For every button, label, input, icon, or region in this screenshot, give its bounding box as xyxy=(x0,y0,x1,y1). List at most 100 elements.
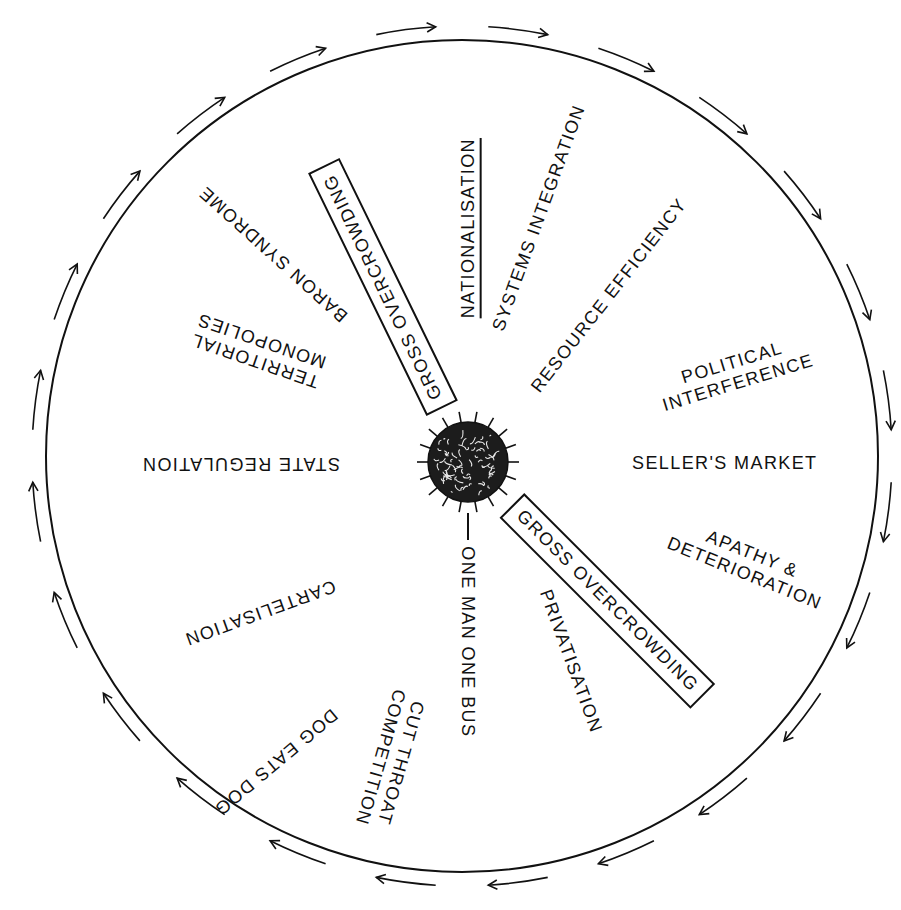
arrow-head xyxy=(863,310,872,320)
arrow-shaft xyxy=(699,97,747,133)
ball-texture xyxy=(471,447,475,450)
arrow-shaft xyxy=(376,27,435,35)
arrow-head xyxy=(29,482,38,491)
central-ball xyxy=(417,412,519,512)
ball-stem-line xyxy=(467,513,469,540)
ball-spike xyxy=(429,488,438,495)
ball-texture xyxy=(451,459,453,462)
arrow-head xyxy=(270,841,280,849)
radial-label: CARTELISATION xyxy=(182,575,339,649)
ball-spike xyxy=(443,497,449,507)
arrow-head xyxy=(34,370,43,380)
arrow-head xyxy=(538,28,548,37)
ball-texture xyxy=(462,439,467,446)
radial-label: RESOURCE EFFICIENCY xyxy=(527,194,691,396)
arrow-shaft xyxy=(784,693,821,741)
ball-texture xyxy=(466,447,468,450)
arrow-shaft xyxy=(488,27,547,35)
arrow-shaft xyxy=(598,48,654,71)
cycle-arrows xyxy=(29,23,896,890)
arrow-head xyxy=(53,592,62,602)
ball-texture xyxy=(475,442,480,444)
radial-label: SELLER'S MARKET xyxy=(632,453,818,474)
arrow-head xyxy=(812,209,821,219)
ball-texture xyxy=(485,457,490,458)
arrow-shaft xyxy=(376,877,435,885)
ball-spike xyxy=(506,445,516,449)
ball-texture xyxy=(467,474,470,476)
ball-spike xyxy=(499,429,508,436)
ball-spike xyxy=(459,412,461,423)
arrow-shaft xyxy=(598,841,654,864)
arrow-shaft xyxy=(33,482,41,541)
ball-texture xyxy=(446,472,447,480)
arrow-shaft xyxy=(103,693,139,741)
ball-texture xyxy=(454,467,463,470)
ball-texture xyxy=(463,476,470,478)
ball-texture xyxy=(476,450,480,452)
arrow-head xyxy=(598,857,608,866)
ball-spike xyxy=(499,488,508,495)
ball-spike xyxy=(488,418,494,428)
boxed-label: GROSS OVERCROWDING xyxy=(500,493,716,709)
ball-texture xyxy=(490,435,491,437)
arrow-head xyxy=(69,264,77,274)
radial-label: POLITICAL INTERFERENCE xyxy=(654,330,816,415)
arrow-head xyxy=(427,23,436,32)
ball-texture xyxy=(482,465,485,467)
ball-body xyxy=(428,422,508,502)
ball-spike xyxy=(420,476,430,480)
arrow-head xyxy=(103,693,112,703)
outer-circle xyxy=(46,40,878,872)
arrow-shaft xyxy=(270,48,326,71)
ball-texture xyxy=(434,459,439,461)
ball-texture xyxy=(493,451,499,457)
arrow-shaft xyxy=(103,171,139,219)
arrow-shaft xyxy=(847,264,870,320)
ball-texture xyxy=(489,476,492,478)
radial-label: STATE REGULATION xyxy=(142,453,340,474)
arrow-shaft xyxy=(54,592,77,648)
ball-texture xyxy=(437,464,439,471)
ball-texture xyxy=(461,487,464,491)
arrow-head xyxy=(847,638,855,648)
ball-texture xyxy=(459,450,461,457)
arrow-shaft xyxy=(33,370,41,429)
ball-texture xyxy=(445,466,450,471)
ball-texture xyxy=(469,484,471,486)
arrow-head xyxy=(316,47,326,56)
ball-texture xyxy=(443,476,445,484)
arrow-shaft xyxy=(177,97,225,133)
boxed-label: GROSS OVERCROWDING xyxy=(308,157,458,415)
ball-texture xyxy=(446,452,449,454)
ball-spike xyxy=(429,429,438,436)
radial-label: SYSTEMS INTEGRATION xyxy=(488,101,589,333)
ball-texture xyxy=(461,430,463,438)
ball-spike xyxy=(488,497,494,507)
arrow-shaft xyxy=(883,482,891,541)
ball-texture xyxy=(447,439,449,444)
ball-texture xyxy=(440,458,446,462)
ball-texture xyxy=(481,436,483,439)
arrow-shaft xyxy=(883,370,891,429)
arrow-head xyxy=(215,97,225,106)
ball-texture xyxy=(478,460,482,462)
ball-texture xyxy=(479,491,482,496)
ball-texture xyxy=(459,460,462,466)
radial-label: TERRITORIAL MONOPOLIES xyxy=(188,309,329,392)
ball-texture xyxy=(475,455,478,457)
arrow-head xyxy=(784,731,793,741)
arrow-shaft xyxy=(54,264,77,320)
ball-spike xyxy=(417,461,428,463)
radial-label: DOG EATS DOG xyxy=(210,704,342,819)
arrow-head xyxy=(131,171,140,181)
ball-spike xyxy=(475,501,477,512)
arrow-head xyxy=(644,63,654,71)
ball-texture xyxy=(463,486,468,490)
ball-texture xyxy=(458,445,466,450)
ball-texture xyxy=(489,472,495,474)
ball-texture xyxy=(439,440,442,444)
arrow-head xyxy=(488,880,497,889)
ball-texture xyxy=(482,463,490,467)
